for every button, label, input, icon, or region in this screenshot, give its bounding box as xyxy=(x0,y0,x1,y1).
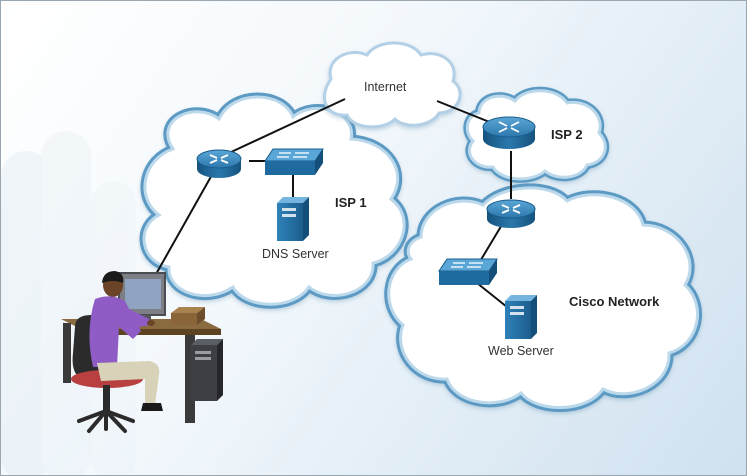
link-router1-internet xyxy=(228,98,346,154)
pc-tower-icon xyxy=(191,339,223,401)
router-icon xyxy=(486,199,536,228)
monitor-icon xyxy=(118,272,166,321)
background-decoration xyxy=(1,131,136,475)
switch-icon xyxy=(438,258,498,285)
isp2-label: ISP 2 xyxy=(551,127,583,142)
links xyxy=(150,98,512,308)
dns-server-label: DNS Server xyxy=(262,247,329,261)
link-internet-router2 xyxy=(436,100,498,126)
server-icon xyxy=(277,197,309,241)
link-switch2-webserver xyxy=(476,282,508,308)
web-server-label: Web Server xyxy=(488,344,554,358)
user-at-computer-icon xyxy=(61,271,223,433)
isp1-cloud xyxy=(139,92,409,309)
router-icon xyxy=(196,149,242,178)
switch-icon xyxy=(264,148,324,175)
link-router1-user xyxy=(150,172,214,284)
desk-box xyxy=(171,307,205,325)
link-router3-switch2 xyxy=(478,222,504,264)
router-icon xyxy=(482,116,536,149)
cisco-network-cloud xyxy=(384,183,702,412)
internet-label: Internet xyxy=(364,80,407,94)
person xyxy=(89,271,163,411)
server-icon xyxy=(505,295,537,339)
cisco-network-label: Cisco Network xyxy=(569,294,660,309)
isp1-label: ISP 1 xyxy=(335,195,367,210)
isp2-cloud xyxy=(463,86,610,183)
internet-cloud xyxy=(322,41,462,129)
